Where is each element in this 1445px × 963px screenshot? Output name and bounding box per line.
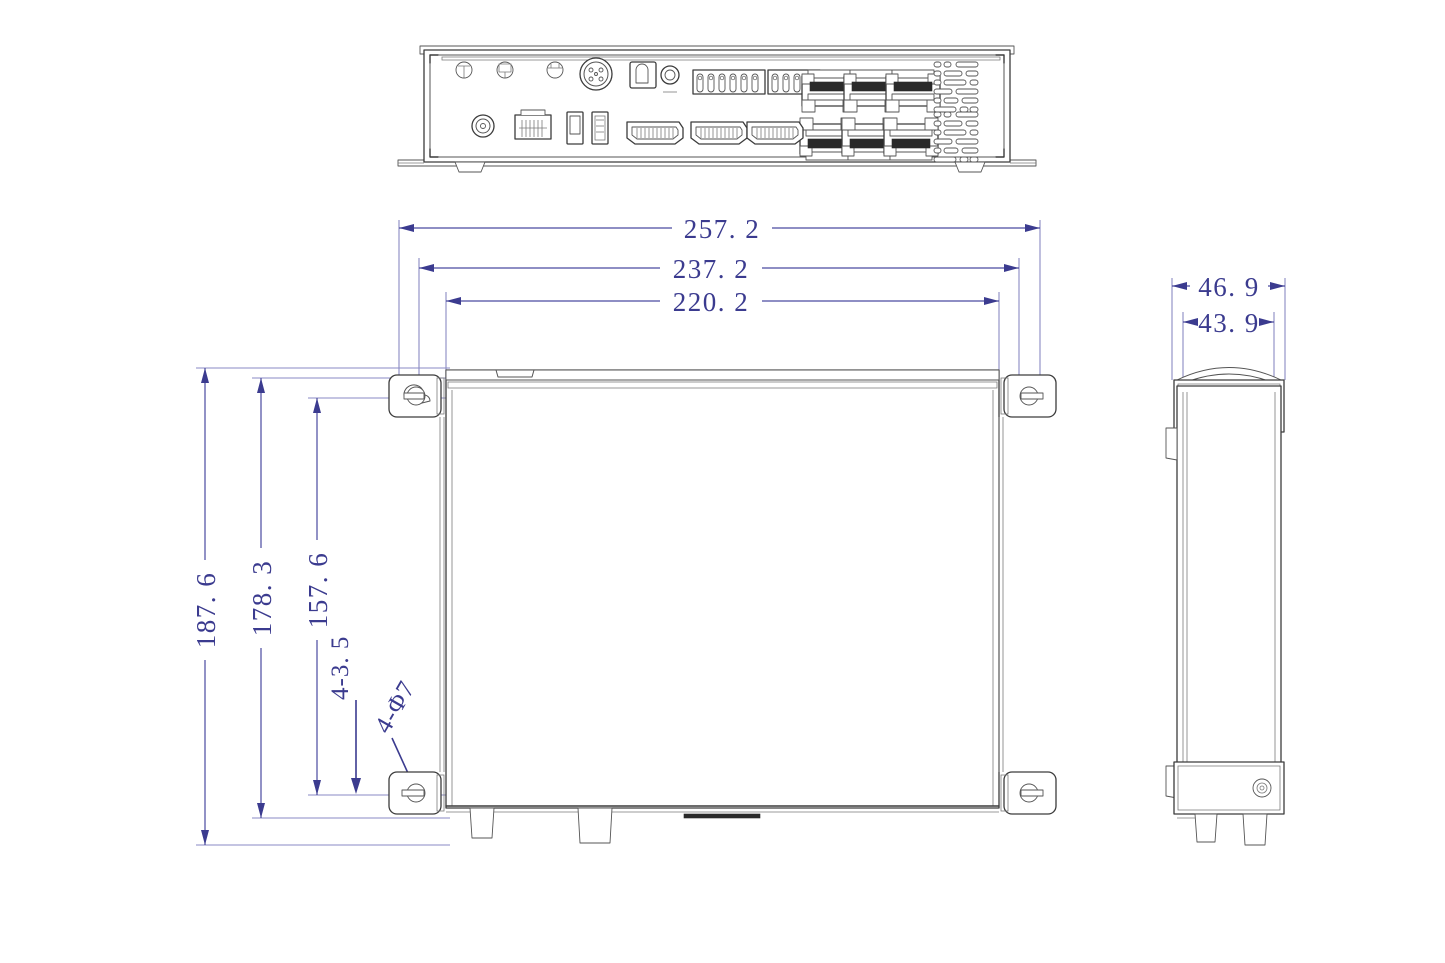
- audio-jack-icon: [660, 65, 680, 93]
- dimension-bracket-hole-span: 237. 2: [673, 254, 750, 284]
- mounting-tab: [1000, 374, 1057, 418]
- dimension-hole-span-depth: 157. 6: [303, 552, 333, 629]
- callout-hole-diameter: 4-Φ7: [370, 676, 421, 738]
- dimension-overall-depth: 187. 6: [191, 572, 221, 649]
- callout-hole-slot: 4-3. 5: [327, 636, 354, 700]
- panel-screw-icon: [455, 61, 473, 79]
- optical-port-icon: [629, 61, 657, 89]
- panel-screw-icon: [546, 61, 564, 79]
- panel-screw-icon: [496, 61, 514, 79]
- mounting-tab: [1000, 771, 1057, 815]
- dimension-chassis-height: 43. 9: [1198, 308, 1260, 338]
- rj45-icon: [885, 69, 941, 113]
- mounting-tab: [388, 771, 445, 815]
- dimension-overall-width: 257. 2: [684, 214, 761, 244]
- top-plan-view: [388, 369, 1057, 844]
- usb-a-icon: [566, 111, 584, 145]
- dimension-overall-height: 46. 9: [1198, 272, 1260, 302]
- horizontal-dimension-group: 257. 2 237. 2 220. 2: [398, 214, 1041, 400]
- terminal-block-icon: [692, 69, 766, 95]
- dimension-chassis-width: 220. 2: [673, 287, 750, 317]
- sma-connector-icon: [471, 114, 495, 138]
- front-io-panel-view: [397, 45, 1037, 173]
- mounting-tab: [388, 374, 445, 418]
- hdmi-icon: [626, 121, 684, 145]
- hdmi-icon: [746, 121, 804, 145]
- dimension-bracket-depth: 178. 3: [247, 560, 277, 637]
- rj45-icon: [883, 117, 939, 161]
- usb-a-icon: [591, 111, 609, 145]
- rj45-icon: [514, 109, 552, 140]
- side-dimension-group: 46. 9 43. 9: [1171, 272, 1286, 385]
- hole-callout-group: 4-3. 5 4-Φ7: [327, 636, 421, 794]
- hdmi-icon: [690, 121, 748, 145]
- circular-connector-icon: [579, 57, 613, 91]
- right-side-view: [1165, 367, 1285, 846]
